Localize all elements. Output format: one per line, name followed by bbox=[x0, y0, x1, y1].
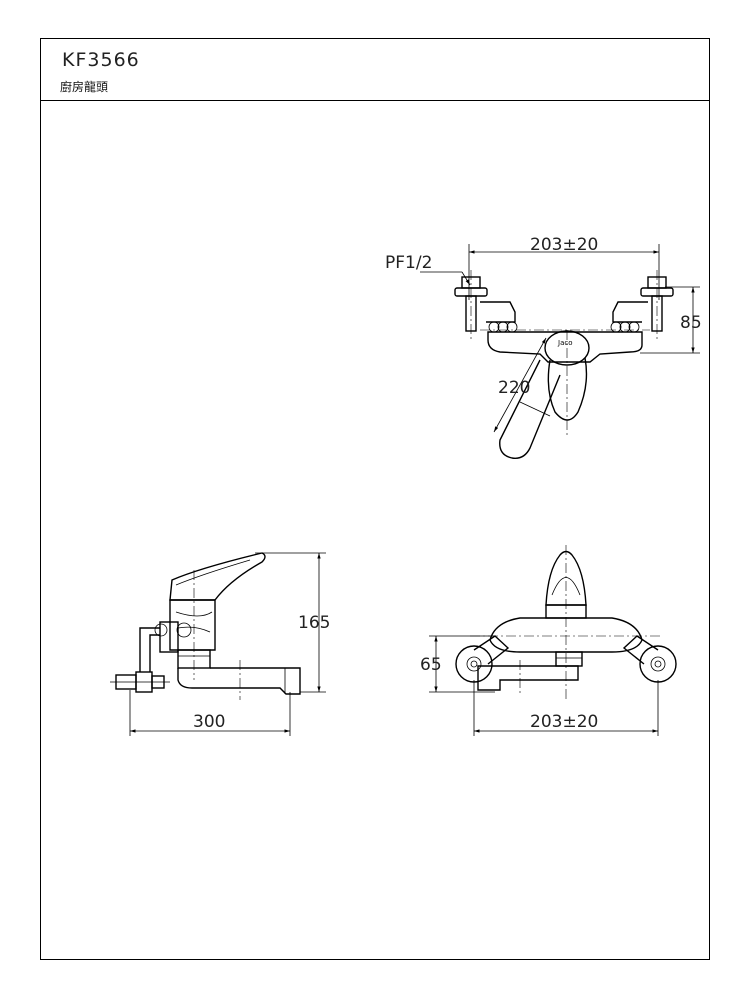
side-view: 165 300 bbox=[110, 552, 330, 736]
side-length-label: 300 bbox=[193, 712, 225, 732]
front-height-label: 65 bbox=[420, 655, 442, 675]
top-width-label: 203±20 bbox=[530, 235, 598, 255]
model-number: KF3566 bbox=[62, 49, 140, 71]
front-width-label: 203±20 bbox=[530, 712, 598, 732]
drawing-sheet: KF3566 廚房龍頭 bbox=[40, 38, 710, 960]
top-view: 203±20 PF1/2 85 Jaco bbox=[385, 235, 702, 459]
side-height-label: 165 bbox=[298, 613, 330, 633]
product-category: 廚房龍頭 bbox=[60, 80, 109, 94]
top-height-label: 85 bbox=[680, 313, 702, 333]
spout-length-label: 220 bbox=[498, 378, 530, 398]
title-block: KF3566 廚房龍頭 bbox=[41, 39, 709, 101]
brand-logo: Jaco bbox=[557, 339, 573, 347]
front-view: 65 203±20 bbox=[420, 545, 677, 736]
pipe-thread-label: PF1/2 bbox=[385, 253, 432, 273]
